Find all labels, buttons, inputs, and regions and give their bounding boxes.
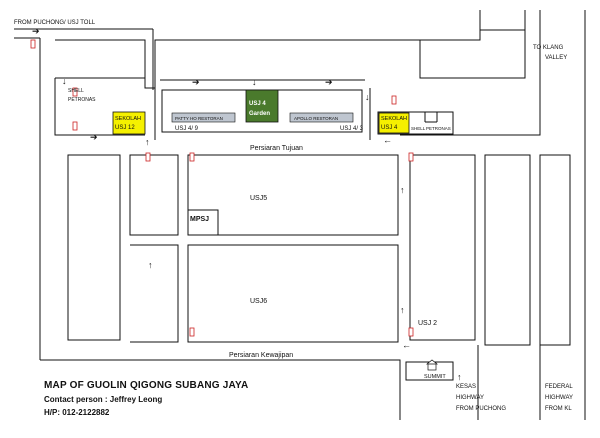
contact-person: Contact person : Jeffrey Leong bbox=[44, 395, 163, 404]
label-summit: SUMMIT bbox=[424, 374, 446, 380]
label-usj4-garden-1: USJ 4 bbox=[249, 101, 266, 107]
phone-number: H/P: 012-2122882 bbox=[44, 408, 110, 417]
map-title: MAP OF GUOLIN QIGONG SUBANG JAYA bbox=[44, 380, 249, 391]
arrow-down-icon: ↓ bbox=[62, 76, 67, 86]
arrow-left-icon: ← bbox=[383, 135, 392, 145]
block-far-right bbox=[539, 154, 571, 346]
traffic-light-icon bbox=[189, 327, 195, 337]
arrow-right-icon: ➔ bbox=[32, 26, 40, 36]
label-persiaran-tujuan: Persiaran Tujuan bbox=[250, 145, 303, 152]
arrow-right-icon: ➔ bbox=[325, 77, 333, 87]
arrow-right-icon: ➔ bbox=[192, 77, 200, 87]
label-from-kl: FROM KL bbox=[545, 406, 572, 412]
label-petronas-left: PETRONAS bbox=[68, 97, 96, 103]
label-valley: VALLEY bbox=[545, 55, 567, 61]
building-roof bbox=[426, 359, 438, 365]
label-to-klang: TO KLANG bbox=[533, 45, 564, 51]
map-legend: MAP OF GUOLIN QIGONG SUBANG JAYA Contact… bbox=[44, 380, 248, 417]
road-edge bbox=[55, 10, 481, 89]
sekolah-usj12 bbox=[112, 111, 146, 135]
label-federal: FEDERAL bbox=[545, 384, 573, 390]
label-apollo: APOLLO RESTORAN bbox=[294, 116, 338, 121]
block-right-lower bbox=[484, 154, 531, 346]
label-sekolah-usj12-2: USJ 12 bbox=[115, 125, 135, 131]
label-from-puchong: FROM PUCHONG bbox=[456, 406, 506, 412]
block-mpsj bbox=[187, 209, 219, 236]
label-highway-left: HIGHWAY bbox=[456, 395, 484, 401]
traffic-light-icon bbox=[72, 121, 78, 131]
usj4-garden bbox=[245, 89, 279, 123]
label-usj4-garden-2: Garden bbox=[249, 111, 270, 117]
road-edge bbox=[400, 10, 541, 136]
traffic-light-icon bbox=[408, 152, 414, 162]
label-patty-ho: PATTY HO RESTORAN bbox=[175, 116, 223, 121]
block-left-lower bbox=[67, 154, 121, 341]
label-shell-left: SHELL bbox=[68, 88, 84, 94]
label-sekolah-usj4-2: USJ 4 bbox=[381, 125, 398, 131]
label-shell-right: SHELL bbox=[411, 126, 426, 131]
label-sekolah-usj4-1: SEKOLAH bbox=[381, 116, 407, 122]
road-edge bbox=[419, 10, 526, 79]
label-petronas-right: PETRONAS bbox=[426, 126, 451, 131]
traffic-light-icon bbox=[72, 87, 78, 97]
label-top-entry: FROM PUCHONG/ USJ TOLL bbox=[14, 20, 96, 26]
arrow-up-icon: ↑ bbox=[148, 260, 153, 270]
arrow-right-icon: ➔ bbox=[90, 132, 98, 142]
arrow-left-icon: ← bbox=[402, 340, 411, 350]
label-mpsj: MPSJ bbox=[190, 216, 209, 223]
traffic-light-icon bbox=[391, 95, 397, 105]
block-usj2 bbox=[409, 154, 476, 341]
label-sekolah-usj12-1: SEKOLAH bbox=[115, 116, 141, 122]
label-usj2: USJ 2 bbox=[418, 320, 437, 327]
label-kesas: KESAS bbox=[456, 384, 476, 390]
arrow-down-icon: ↓ bbox=[252, 77, 257, 87]
block-right bbox=[377, 111, 454, 135]
arrow-up-icon: ↑ bbox=[400, 305, 405, 315]
patty-ho-restoran bbox=[171, 112, 236, 123]
traffic-light-icon bbox=[30, 39, 36, 49]
traffic-light-icon bbox=[408, 327, 414, 337]
label-persiaran-kewajipan: Persiaran Kewajipan bbox=[229, 352, 293, 359]
arrow-up-icon: ↑ bbox=[457, 372, 462, 382]
sekolah-usj4 bbox=[378, 112, 410, 134]
arrow-down-icon: ↓ bbox=[365, 92, 370, 102]
block-usj6 bbox=[187, 244, 399, 343]
arrow-up-icon: ↑ bbox=[145, 137, 150, 147]
block-usj5 bbox=[187, 154, 399, 236]
block-edge bbox=[54, 78, 145, 136]
arrow-up-icon: ↑ bbox=[400, 185, 405, 195]
block-edge bbox=[130, 244, 179, 343]
label-usj4-3: USJ 4/ 3 bbox=[340, 126, 364, 132]
block-left-mid bbox=[129, 154, 179, 236]
traffic-light-icon bbox=[189, 152, 195, 162]
road-edge bbox=[40, 359, 401, 420]
apollo-restoran bbox=[289, 112, 354, 123]
traffic-light-icon bbox=[145, 152, 151, 162]
label-usj4-9: USJ 4/ 9 bbox=[175, 126, 199, 132]
label-usj5: USJ5 bbox=[250, 195, 267, 202]
label-highway-right: HIGHWAY bbox=[545, 395, 573, 401]
label-usj6: USJ6 bbox=[250, 298, 267, 305]
